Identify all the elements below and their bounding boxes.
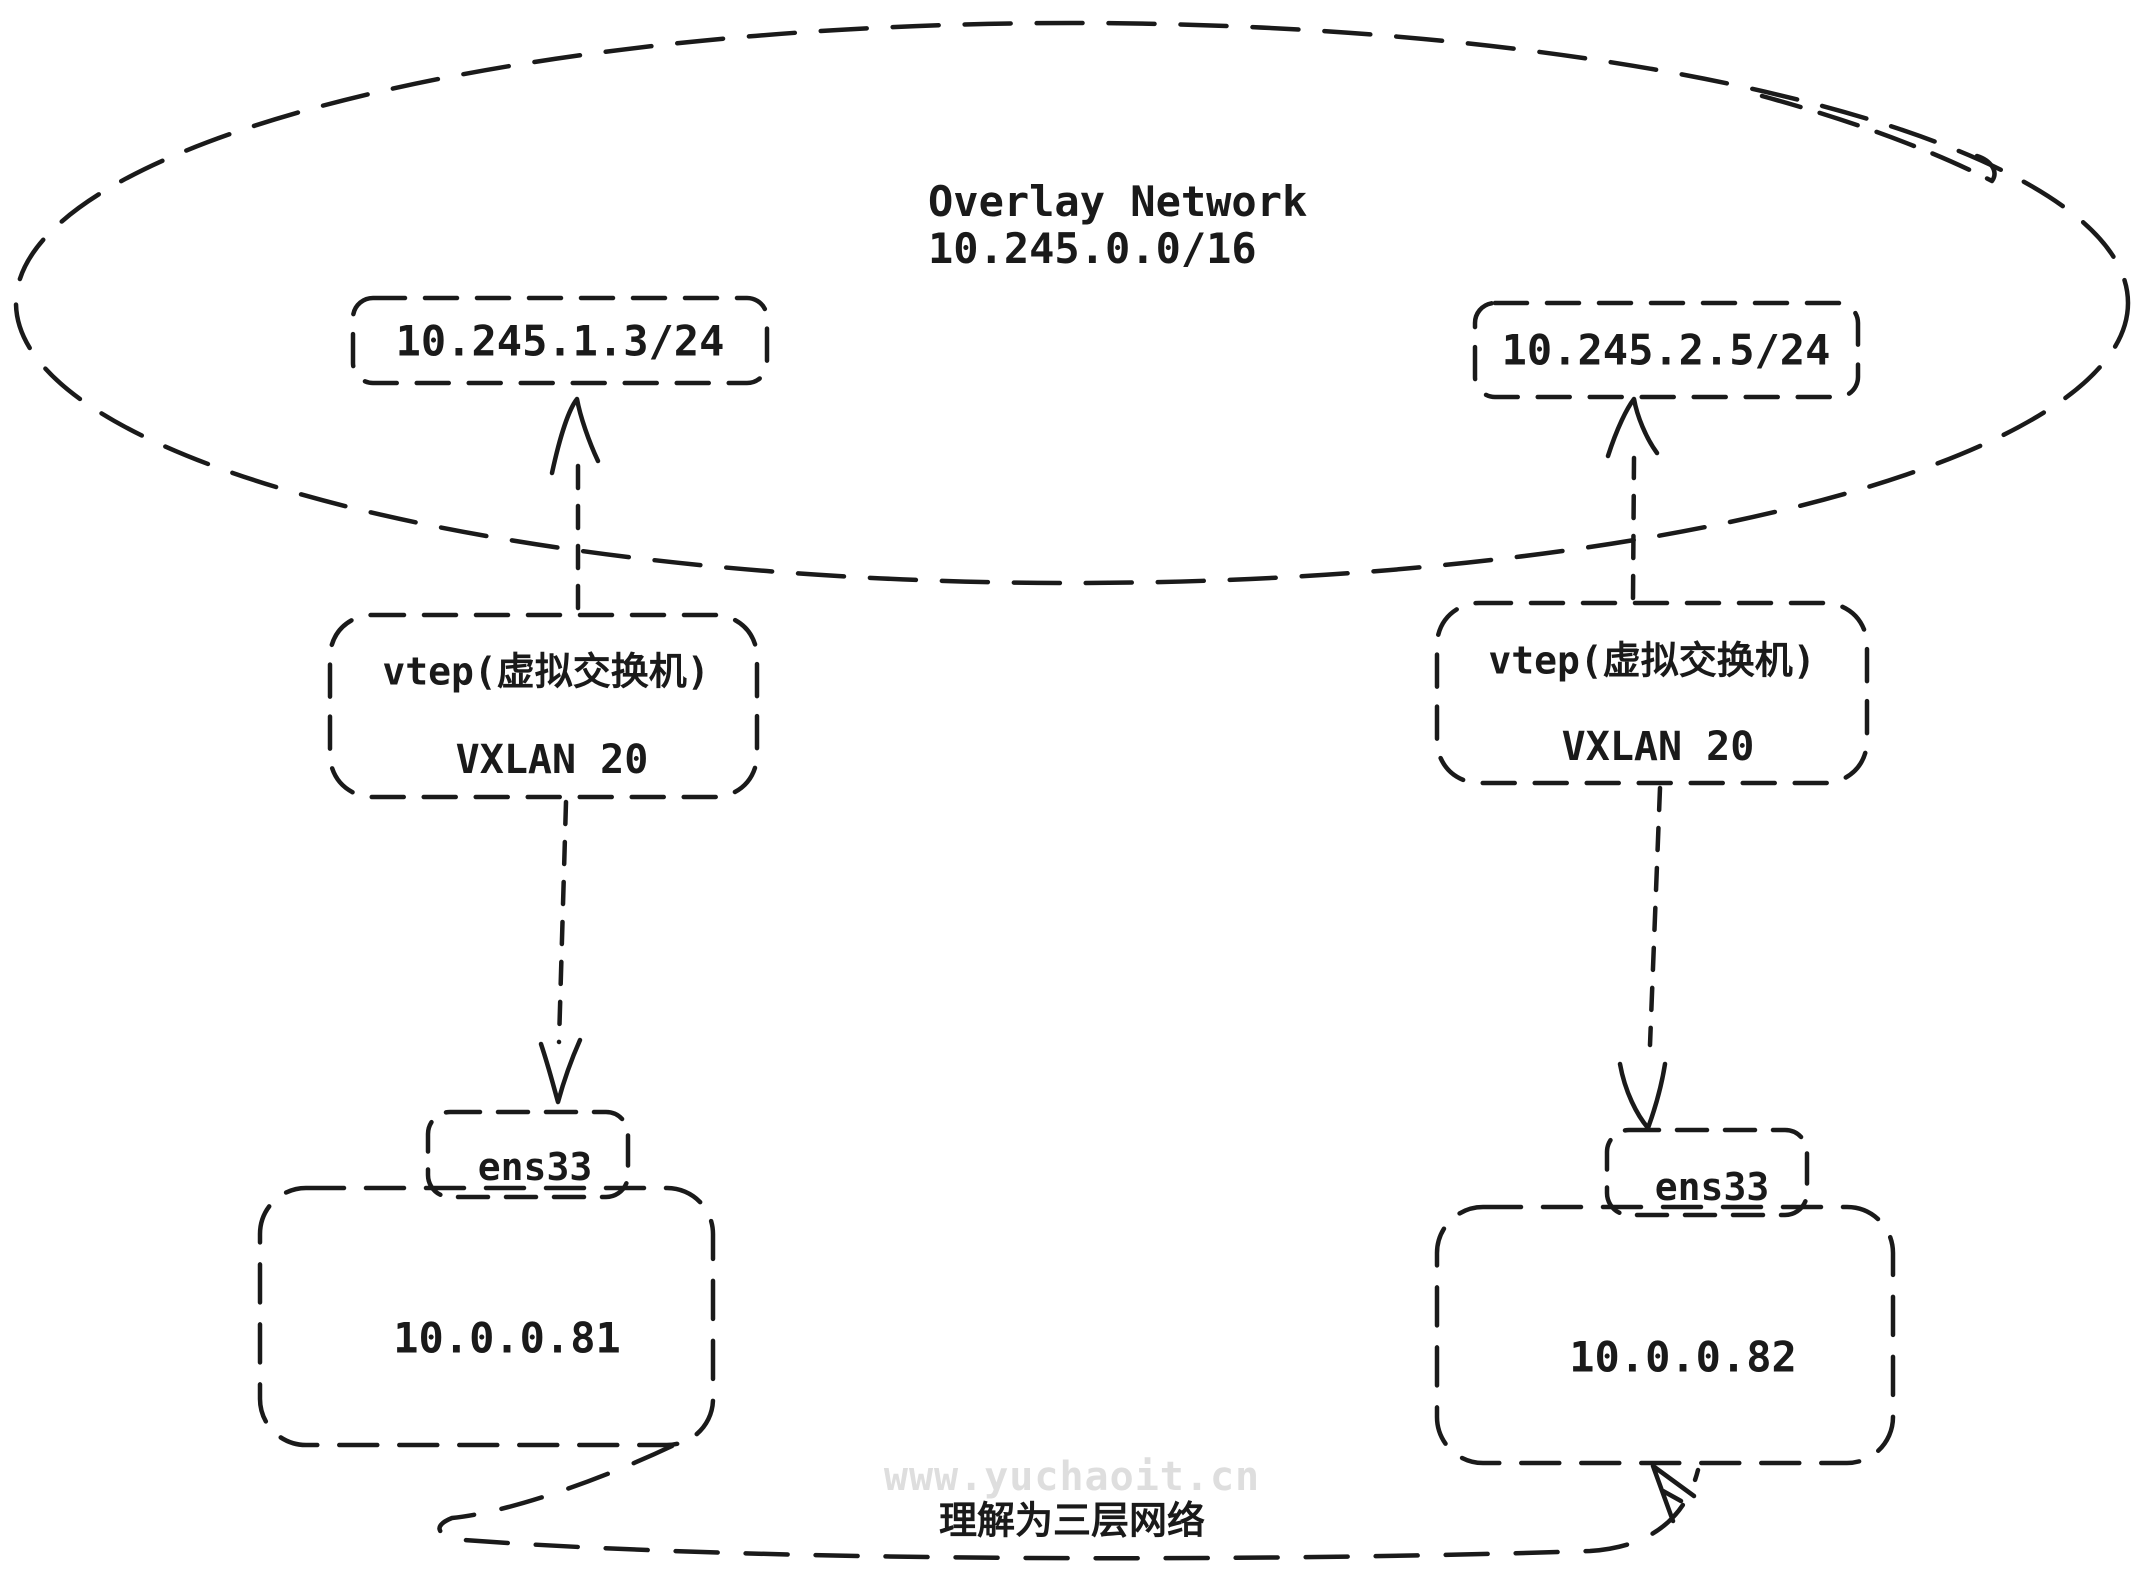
arrow-left-up-head xyxy=(549,396,601,476)
host-left-ip: 10.0.0.81 xyxy=(393,1313,621,1363)
host-right-ip: 10.0.0.82 xyxy=(1569,1332,1797,1382)
nic-right-label: ens33 xyxy=(1654,1165,1770,1209)
arrow-right-down-head xyxy=(1617,1061,1668,1131)
vm-right-ip: 10.245.2.5/24 xyxy=(1501,325,1831,375)
nic-left-box xyxy=(425,1109,631,1200)
vtep-left-box xyxy=(327,612,760,800)
vm-left-box xyxy=(350,295,770,386)
arrow-left-down-line xyxy=(556,799,569,1045)
vtep-right-box xyxy=(1434,600,1870,786)
host-right-box xyxy=(1434,1204,1896,1466)
overlay-title: Overlay Network xyxy=(928,177,1308,226)
arrow-left-down-head xyxy=(538,1037,583,1105)
nic-left-label: ens33 xyxy=(477,1145,593,1189)
vm-left-ip: 10.245.1.3/24 xyxy=(395,316,725,366)
vtep-right-vxlan: VXLAN 20 xyxy=(1561,724,1755,770)
underlay-label: 理解为三层网络 xyxy=(938,1498,1206,1543)
vtep-right-label: vtep(虚拟交换机) xyxy=(1488,638,1816,683)
watermark: www.yuchaoit.cn xyxy=(883,1454,1261,1500)
arrow-right-up-head xyxy=(1605,396,1660,459)
underlay-connector xyxy=(437,1443,1701,1561)
arrow-right-down-line xyxy=(1647,785,1663,1048)
vtep-left-label: vtep(虚拟交换机) xyxy=(382,649,710,694)
vm-right-box xyxy=(1472,300,1861,400)
arrow-right-up-line xyxy=(1630,455,1637,601)
overlay-network-ellipse xyxy=(13,20,2131,586)
overlay-cidr: 10.245.0.0/16 xyxy=(928,224,1257,273)
ellipse-overlap-stroke xyxy=(1759,93,1997,184)
overlay-title-block: Overlay Network 10.245.0.0/16 xyxy=(928,178,1307,272)
underlay-arrow-head xyxy=(1650,1463,1697,1524)
host-left-box xyxy=(257,1185,716,1448)
vtep-left-vxlan: VXLAN 20 xyxy=(455,737,649,783)
nic-right-box xyxy=(1604,1127,1810,1218)
